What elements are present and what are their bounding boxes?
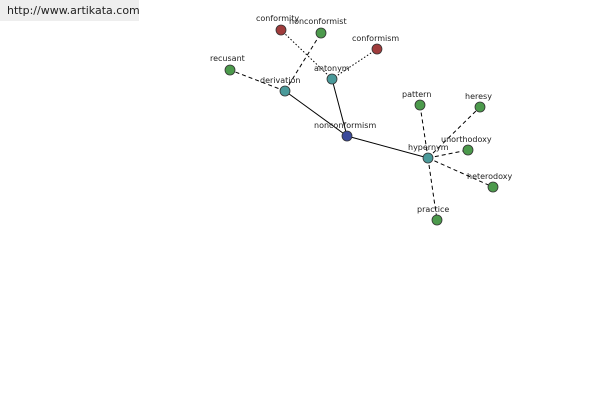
node-label-nonconformist[interactable]: nonconformist xyxy=(289,17,347,26)
edge-derivation-recusant xyxy=(229,69,286,92)
node-label-pattern[interactable]: pattern xyxy=(402,90,431,99)
graph-nodes xyxy=(224,24,499,226)
node-heresy[interactable] xyxy=(474,101,486,113)
source-url-banner: http://www.artikata.com xyxy=(0,0,140,21)
node-unorthodoxy[interactable] xyxy=(462,144,474,156)
edge-nonconformism-antonym xyxy=(331,78,348,137)
source-url-text: http://www.artikata.com xyxy=(7,4,140,17)
node-label-conformity[interactable]: conformity xyxy=(256,14,299,23)
node-practice[interactable] xyxy=(431,214,443,226)
node-label-unorthodoxy[interactable]: unorthodoxy xyxy=(441,135,492,144)
node-recusant[interactable] xyxy=(224,64,236,76)
edge-hypernym-heterodoxy xyxy=(427,157,494,188)
node-nonconformist[interactable] xyxy=(315,27,327,39)
node-label-derivation[interactable]: derivation xyxy=(260,76,300,85)
edge-nonconformism-hypernym xyxy=(346,135,429,159)
node-nonconformism[interactable] xyxy=(341,130,353,142)
node-label-antonym[interactable]: antonym xyxy=(314,64,350,73)
node-label-recusant[interactable]: recusant xyxy=(210,54,245,63)
node-conformity[interactable] xyxy=(275,24,287,36)
node-label-nonconformism[interactable]: nonconformism xyxy=(314,121,376,130)
edge-derivation-nonconformist xyxy=(284,32,322,92)
node-label-heresy[interactable]: heresy xyxy=(465,92,492,101)
node-label-hypernym[interactable]: hypernym xyxy=(408,143,449,152)
edge-hypernym-heresy xyxy=(427,106,481,159)
node-label-conformism[interactable]: conformism xyxy=(352,34,399,43)
graph-labels: nonconformism derivation antonym hypernym re… xyxy=(210,14,513,214)
graph-edges xyxy=(229,29,494,221)
edge-antonym-conformity xyxy=(280,29,333,80)
node-label-practice[interactable]: practice xyxy=(417,205,449,214)
node-hypernym[interactable] xyxy=(422,152,434,164)
node-antonym[interactable] xyxy=(326,73,338,85)
edge-nonconformism-derivation xyxy=(284,90,348,137)
node-conformism[interactable] xyxy=(371,43,383,55)
node-label-heterodoxy[interactable]: heterodoxy xyxy=(467,172,513,181)
node-derivation[interactable] xyxy=(279,85,291,97)
node-heterodoxy[interactable] xyxy=(487,181,499,193)
node-pattern[interactable] xyxy=(414,99,426,111)
edge-hypernym-pattern xyxy=(419,104,429,159)
edge-hypernym-practice xyxy=(427,157,438,221)
